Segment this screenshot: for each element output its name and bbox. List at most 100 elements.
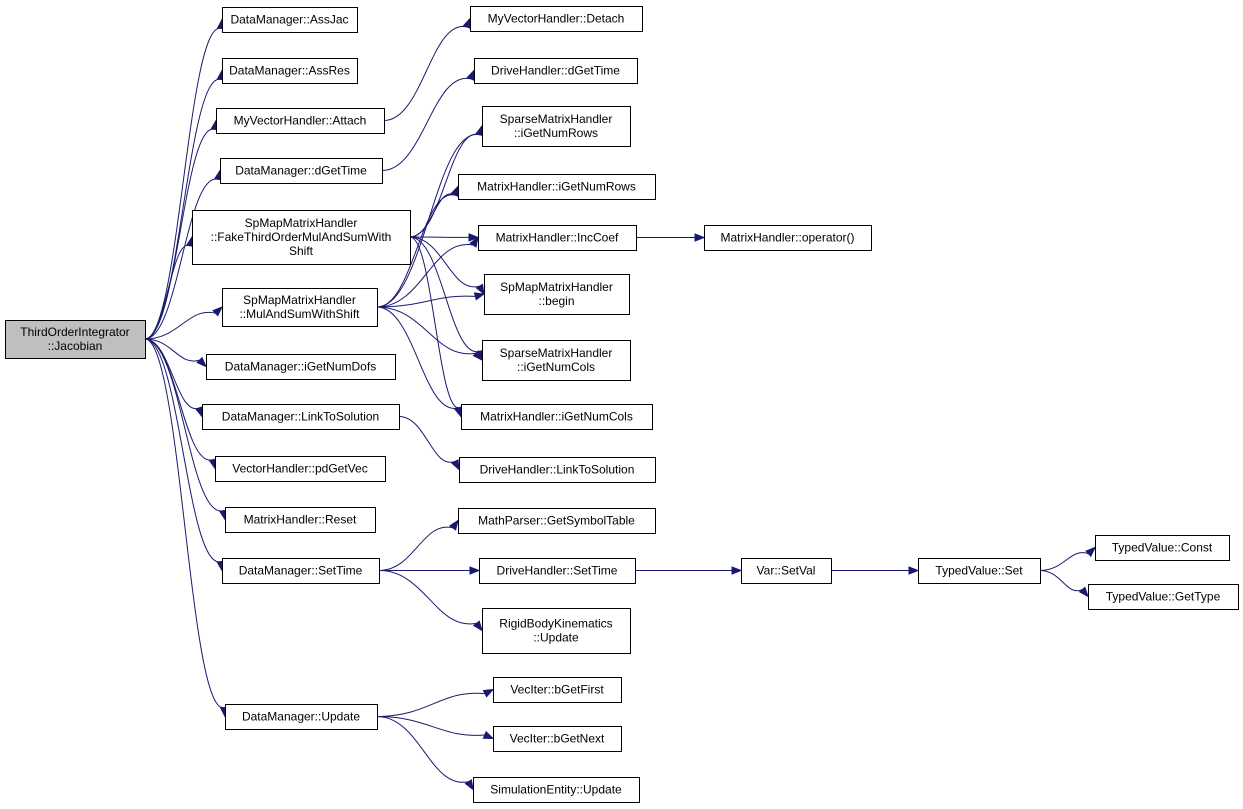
node-root[interactable]: ThirdOrderIntegrator::Jacobian: [5, 320, 146, 359]
edge-line: [144, 78, 221, 340]
edge-line: [383, 26, 467, 121]
node-box: [220, 158, 383, 184]
edge-smh_fake-to-mh_rows: [409, 185, 459, 238]
edge-line: [144, 338, 221, 563]
node-dm_assjac[interactable]: DataManager::AssJac: [222, 7, 358, 33]
node-dh_settime[interactable]: DriveHandler::SetTime: [479, 558, 636, 584]
node-mh_inccoef[interactable]: MatrixHandler::IncCoef: [478, 225, 637, 251]
node-dm_assres[interactable]: DataManager::AssRes: [222, 58, 358, 84]
edge-root-to-dm_assres: [144, 69, 225, 340]
node-tv_gettype[interactable]: TypedValue::GetType: [1088, 584, 1239, 610]
edge-line: [1039, 552, 1089, 571]
node-label: ::iGetNumCols: [517, 360, 595, 374]
edge-smh_mul-to-mh_inccoef: [376, 236, 479, 308]
node-label: DataManager::Update: [242, 710, 360, 724]
node-tv_set[interactable]: TypedValue::Set: [918, 558, 1041, 584]
node-dh_dgettime[interactable]: DriveHandler::dGetTime: [474, 58, 638, 84]
node-mh_rows[interactable]: MatrixHandler::iGetNumRows: [458, 174, 656, 200]
edge-line: [376, 306, 477, 355]
node-rbk_update[interactable]: RigidBodyKinematics::Update: [482, 608, 631, 654]
node-box: [484, 274, 630, 315]
node-vi_bgetfirst[interactable]: VecIter::bGetFirst: [493, 677, 622, 703]
node-dm_update[interactable]: DataManager::Update: [225, 704, 378, 730]
edge-tv_set-to-tv_gettype: [1039, 570, 1089, 598]
arrowhead: [464, 779, 474, 791]
node-se_update[interactable]: SimulationEntity::Update: [473, 777, 640, 803]
node-dm_igetnumdofs[interactable]: DataManager::iGetNumDofs: [206, 354, 396, 380]
node-label: DataManager::SetTime: [239, 564, 363, 578]
node-label: ::FakeThirdOrderMulAndSumWith: [211, 230, 392, 244]
edge-var_setval-to-tv_set: [830, 566, 920, 575]
node-mvh_detach[interactable]: MyVectorHandler::Detach: [470, 6, 643, 32]
node-smh_mul[interactable]: SpMapMatrixHandler::MulAndSumWithShift: [222, 288, 378, 327]
node-vh_pdgetvec[interactable]: VectorHandler::pdGetVec: [215, 456, 386, 482]
edge-line: [144, 338, 224, 512]
edge-root-to-vh_pdgetvec: [144, 338, 217, 470]
node-box: [192, 210, 411, 265]
arrowhead: [473, 292, 486, 301]
node-label: MatrixHandler::operator(): [720, 231, 854, 245]
node-box: [918, 558, 1041, 584]
edge-smh_fake-to-smh_begin: [409, 236, 485, 296]
edge-line: [409, 236, 480, 288]
edge-dm_update-to-vi_bgetnext: [376, 716, 495, 740]
node-sparse_cols[interactable]: SparseMatrixHandler::iGetNumCols: [482, 340, 631, 381]
node-smh_fake[interactable]: SpMapMatrixHandler::FakeThirdOrderMulAnd…: [192, 210, 411, 265]
node-label: MyVectorHandler::Detach: [488, 12, 625, 26]
node-label: DataManager::iGetNumDofs: [225, 360, 376, 374]
node-label: VecIter::bGetFirst: [510, 683, 604, 697]
node-box: [222, 58, 358, 84]
node-var_setval[interactable]: Var::SetVal: [741, 558, 832, 584]
arrowhead: [1085, 546, 1097, 558]
edge-smh_fake-to-mh_cols: [409, 236, 464, 418]
node-label: SpMapMatrixHandler: [500, 280, 613, 294]
node-mh_cols[interactable]: MatrixHandler::iGetNumCols: [461, 404, 653, 430]
node-dm_settime[interactable]: DataManager::SetTime: [222, 558, 380, 584]
arrowhead: [472, 350, 483, 362]
node-box: [216, 108, 385, 134]
node-box: [482, 608, 631, 654]
node-label: MatrixHandler::iGetNumRows: [477, 180, 636, 194]
edge-dm_update-to-vi_bgetfirst: [376, 688, 495, 717]
node-label: VecIter::bGetNext: [510, 732, 605, 746]
node-dh_linktosolution[interactable]: DriveHandler::LinkToSolution: [459, 457, 656, 483]
node-label: TypedValue::GetType: [1106, 590, 1221, 604]
node-label: SparseMatrixHandler: [500, 112, 613, 126]
node-mh_reset[interactable]: MatrixHandler::Reset: [225, 507, 376, 533]
arrowhead: [196, 356, 207, 368]
node-label: TypedValue::Const: [1112, 541, 1213, 555]
node-label: SimulationEntity::Update: [490, 783, 622, 797]
node-box: [473, 777, 640, 803]
node-sparse_rows[interactable]: SparseMatrixHandler::iGetNumRows: [482, 106, 631, 147]
edge-line: [409, 193, 455, 238]
edge-line: [144, 245, 191, 340]
node-label: MatrixHandler::Reset: [244, 513, 357, 527]
node-mvh_attach[interactable]: MyVectorHandler::Attach: [216, 108, 385, 134]
node-dm_dgettime[interactable]: DataManager::dGetTime: [220, 158, 383, 184]
edge-line: [378, 526, 453, 571]
node-tv_const[interactable]: TypedValue::Const: [1095, 535, 1230, 561]
arrowhead: [472, 620, 483, 632]
node-label: DataManager::AssRes: [229, 64, 350, 78]
node-smh_begin[interactable]: SpMapMatrixHandler::begin: [484, 274, 630, 315]
node-box: [474, 58, 638, 84]
node-box: [458, 508, 656, 534]
edge-dm_update-to-se_update: [376, 716, 474, 791]
arrowhead: [469, 236, 479, 248]
node-vi_bgetnext[interactable]: VecIter::bGetNext: [493, 726, 622, 752]
node-mh_operator[interactable]: MatrixHandler::operator(): [704, 225, 872, 251]
node-box: [202, 404, 400, 430]
node-label: ThirdOrderIntegrator: [20, 325, 129, 339]
edge-dm_settime-to-dh_settime: [378, 566, 481, 575]
node-dm_linktosolution[interactable]: DataManager::LinkToSolution: [202, 404, 400, 430]
edge-line: [376, 295, 476, 308]
nodes-layer: ThirdOrderIntegrator::JacobianDataManage…: [5, 6, 1239, 803]
node-box: [225, 704, 378, 730]
node-label: SpMapMatrixHandler: [245, 216, 358, 230]
edge-root-to-smh_fake: [144, 235, 195, 340]
node-box: [479, 558, 636, 584]
node-label: MatrixHandler::iGetNumCols: [480, 410, 633, 424]
node-mp_getsymboltable[interactable]: MathParser::GetSymbolTable: [458, 508, 656, 534]
node-label: ::Update: [533, 631, 579, 645]
